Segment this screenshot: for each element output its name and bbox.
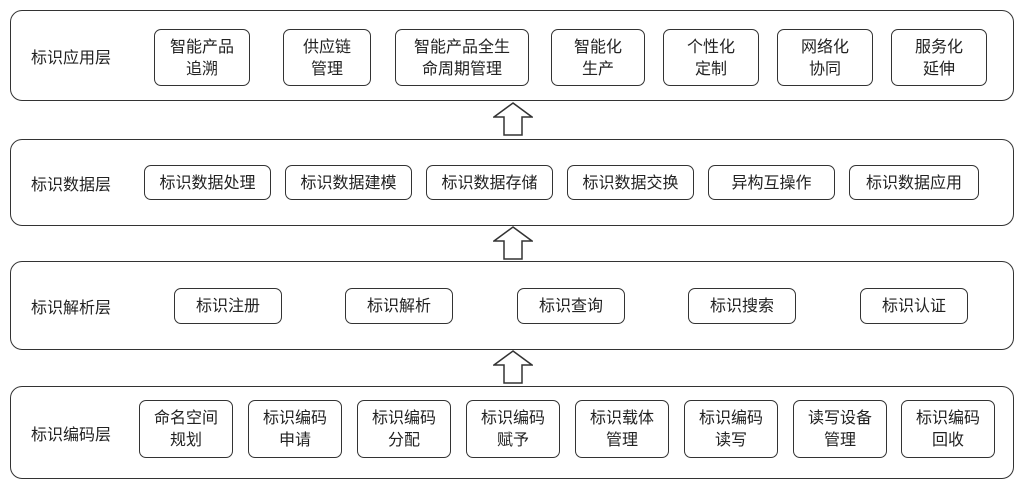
module-box: 标识认证 [860, 288, 968, 324]
application-layer: 标识应用层 智能产品 追溯 供应链 管理 智能产品全生 命周期管理 智能化 生产… [10, 10, 1014, 101]
module-box: 供应链 管理 [283, 29, 371, 86]
layer-title: 标识数据层 [31, 174, 112, 194]
module-box: 读写设备 管理 [793, 400, 887, 458]
module-box: 标识注册 [174, 288, 282, 324]
resolution-layer: 标识解析层 标识注册 标识解析 标识查询 标识搜索 标识认证 [10, 261, 1014, 350]
module-box: 标识数据处理 [144, 165, 271, 200]
module-box: 智能化 生产 [551, 29, 645, 86]
module-box: 标识编码 申请 [248, 400, 342, 458]
module-box: 命名空间 规划 [139, 400, 233, 458]
module-box: 标识搜索 [688, 288, 796, 324]
module-box: 异构互操作 [708, 165, 835, 200]
module-box: 标识编码 分配 [357, 400, 451, 458]
encoding-layer: 标识编码层 命名空间 规划 标识编码 申请 标识编码 分配 标识编码 赋予 标识… [10, 386, 1014, 479]
module-box: 标识数据应用 [849, 165, 979, 200]
data-layer: 标识数据层 标识数据处理 标识数据建模 标识数据存储 标识数据交换 异构互操作 … [10, 139, 1014, 226]
module-box: 标识载体 管理 [575, 400, 669, 458]
up-arrow-icon [493, 226, 533, 260]
module-box: 智能产品全生 命周期管理 [395, 29, 529, 86]
layer-title: 标识应用层 [31, 47, 112, 67]
up-arrow-icon [493, 102, 533, 136]
module-box: 服务化 延伸 [891, 29, 987, 86]
module-box: 标识解析 [345, 288, 453, 324]
module-box: 标识数据建模 [285, 165, 412, 200]
layer-title: 标识编码层 [31, 424, 112, 444]
module-box: 标识编码 读写 [684, 400, 778, 458]
up-arrow-icon [493, 350, 533, 384]
module-box: 标识查询 [517, 288, 625, 324]
module-box: 标识编码 回收 [901, 400, 995, 458]
module-box: 标识数据交换 [567, 165, 694, 200]
module-box: 标识数据存储 [426, 165, 553, 200]
layer-title: 标识解析层 [31, 297, 112, 317]
module-box: 个性化 定制 [663, 29, 759, 86]
module-box: 标识编码 赋予 [466, 400, 560, 458]
module-box: 网络化 协同 [777, 29, 873, 86]
module-box: 智能产品 追溯 [154, 29, 250, 86]
